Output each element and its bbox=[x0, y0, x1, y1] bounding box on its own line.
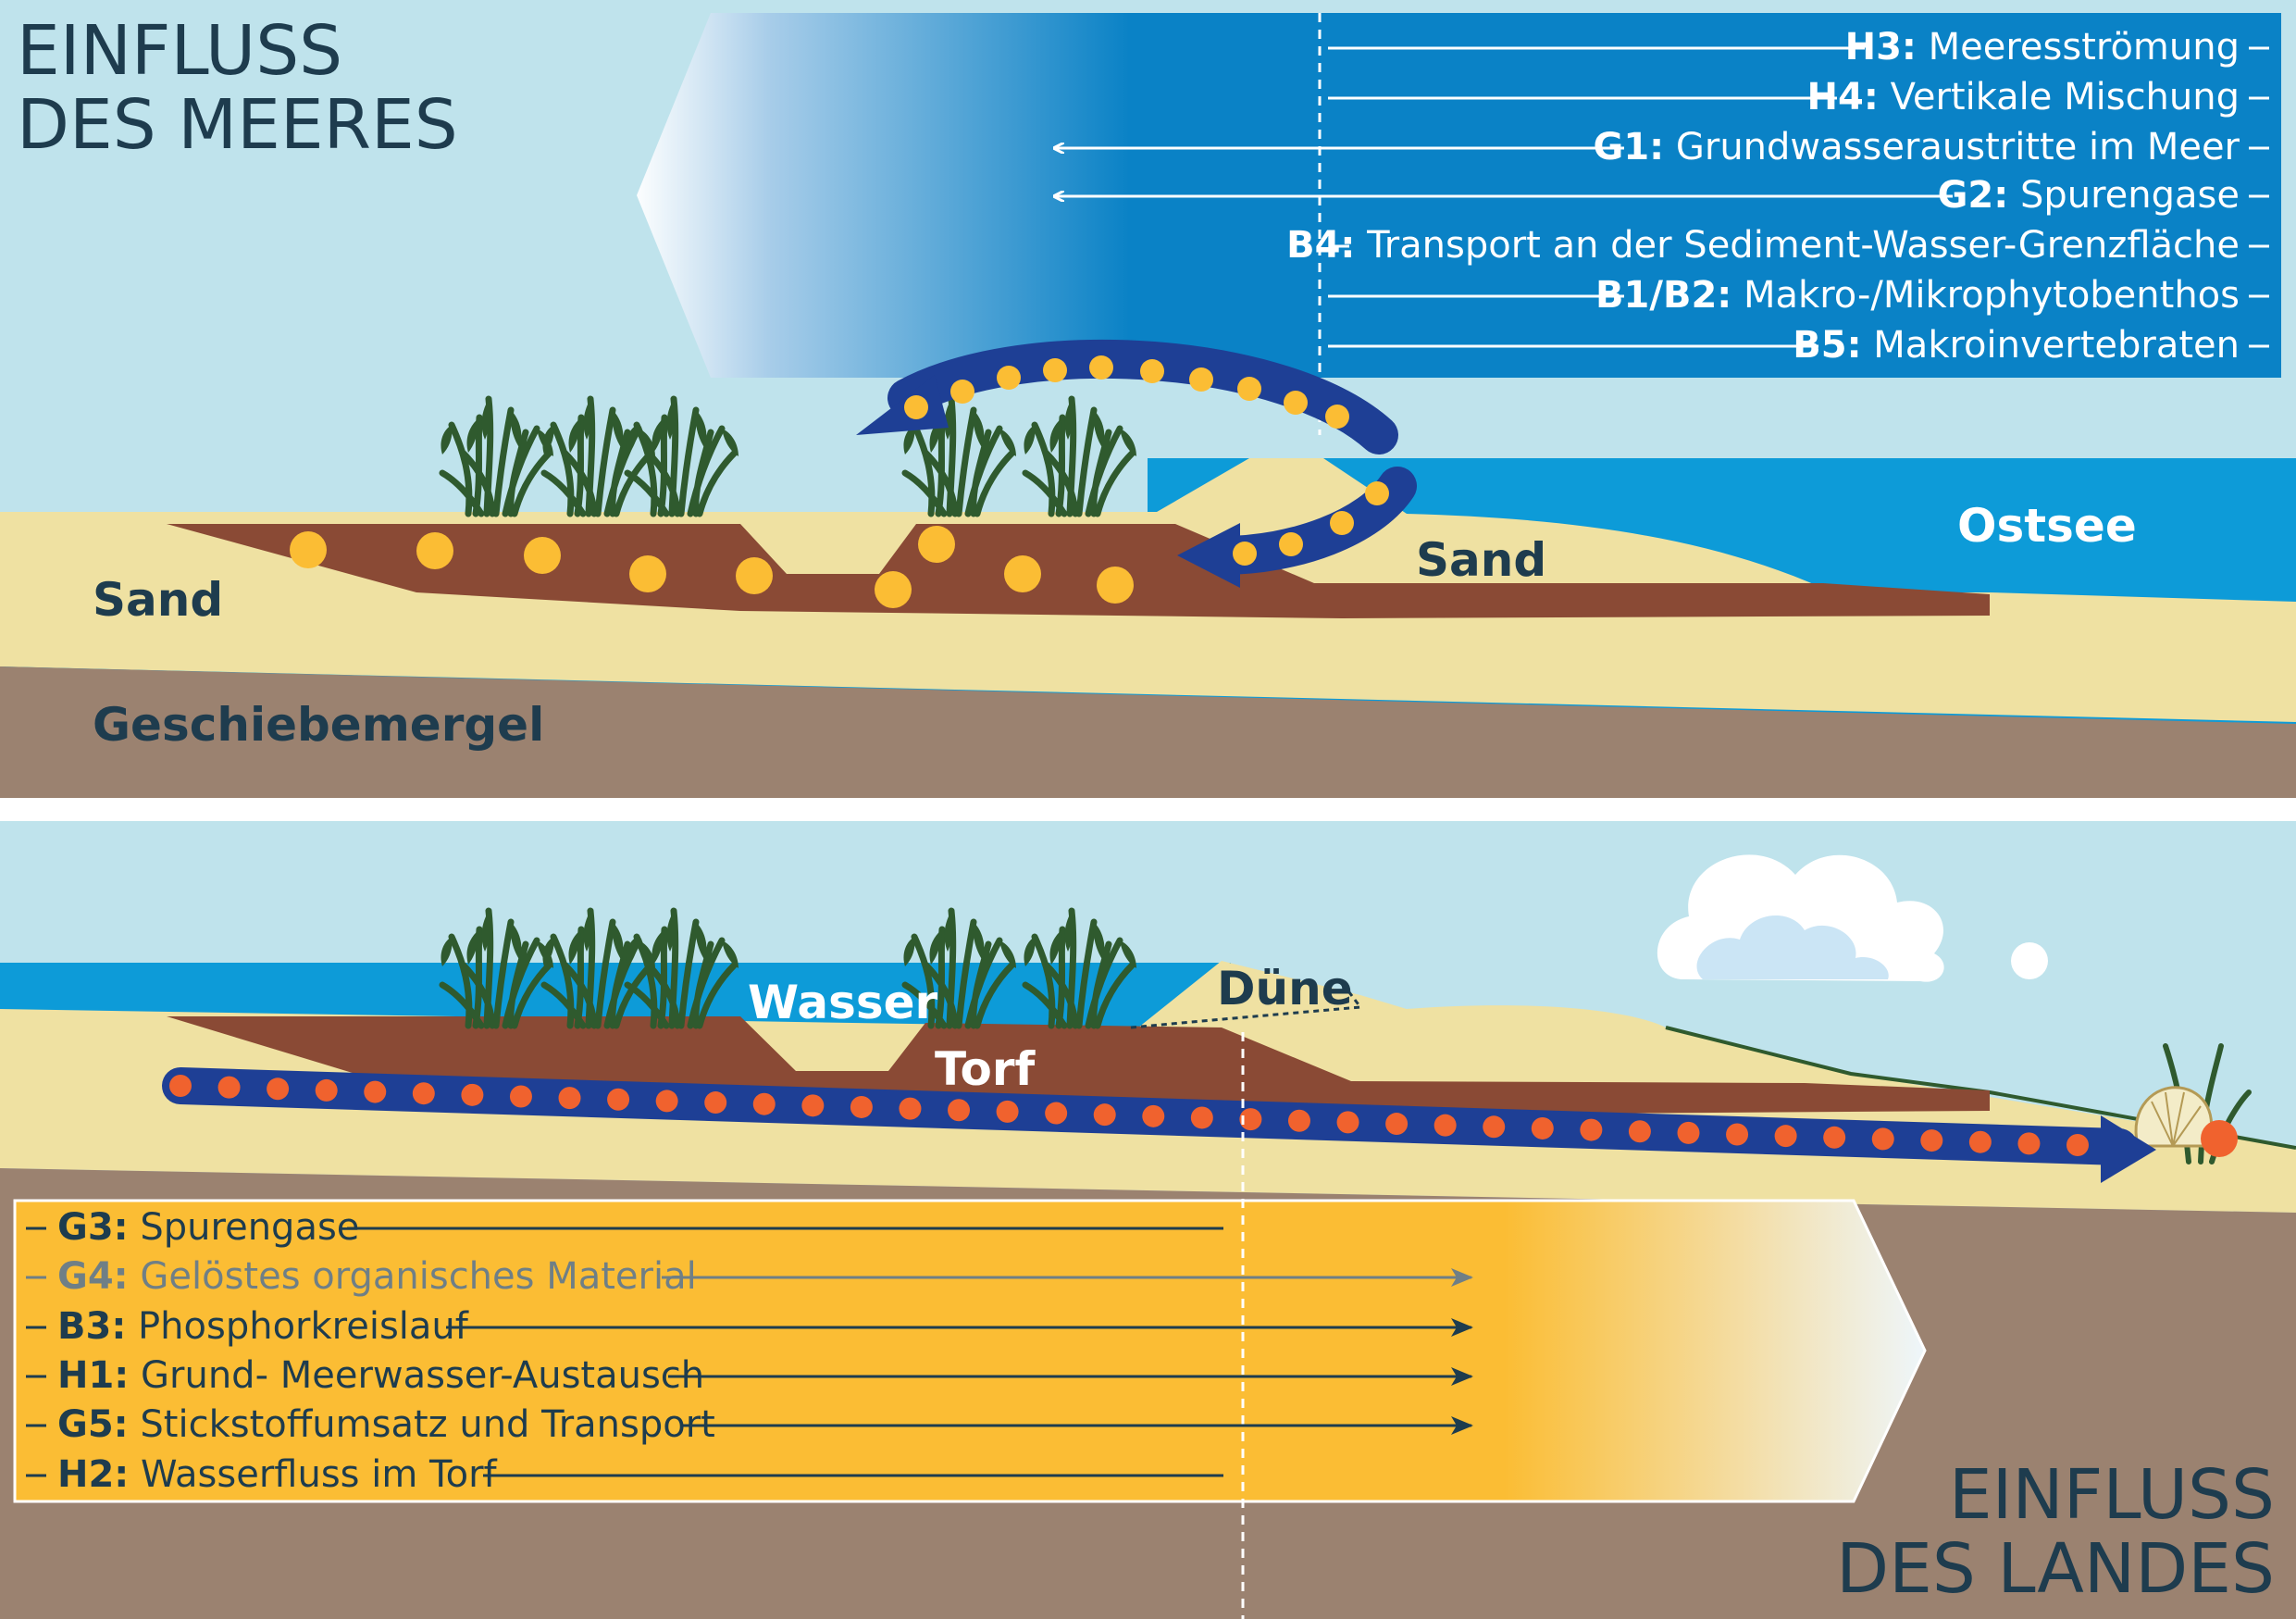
groundwater-dot bbox=[1532, 1117, 1554, 1140]
process-b3: B3: Phosphorkreislauf bbox=[57, 1305, 469, 1348]
groundwater-dot bbox=[316, 1079, 338, 1102]
process-h2: H2: Wasserfluss im Torf bbox=[57, 1453, 498, 1496]
groundwater-dot bbox=[1142, 1105, 1164, 1127]
peat-dot bbox=[416, 532, 453, 569]
groundwater-dot bbox=[1288, 1110, 1310, 1132]
label-duene: Düne bbox=[1217, 962, 1353, 1015]
groundwater-dot bbox=[1580, 1119, 1602, 1141]
land-influence-title-line1: EINFLUSS bbox=[1949, 1455, 2275, 1535]
bottom-panel: G3: Spurengase G4: Gelöstes organisches … bbox=[0, 821, 2296, 1619]
peat-dot bbox=[875, 571, 912, 608]
groundwater-dot bbox=[2017, 1132, 2040, 1154]
groundwater-dot bbox=[1434, 1115, 1457, 1137]
groundwater-dot bbox=[1726, 1124, 1748, 1146]
process-g5: G5: Stickstoffumsatz und Transport bbox=[57, 1403, 715, 1446]
sea-influence-title-line1: EINFLUSS bbox=[17, 11, 342, 91]
groundwater-dot bbox=[704, 1091, 726, 1114]
groundwater-dot bbox=[1337, 1111, 1359, 1133]
label-ostsee: Ostsee bbox=[1957, 499, 2137, 553]
peat-dot bbox=[1004, 555, 1041, 592]
groundwater-dot bbox=[2066, 1134, 2089, 1156]
groundwater-dot bbox=[1385, 1113, 1408, 1135]
groundwater-dot bbox=[1483, 1115, 1505, 1138]
groundwater-dot bbox=[1775, 1125, 1797, 1147]
groundwater-dot bbox=[1920, 1129, 1942, 1152]
groundwater-dot bbox=[1823, 1127, 1845, 1149]
groundwater-dot bbox=[1969, 1131, 1992, 1153]
groundwater-dot bbox=[267, 1077, 289, 1100]
process-g4: G4: Gelöstes organisches Material bbox=[57, 1255, 697, 1298]
orange-stone bbox=[2201, 1120, 2238, 1157]
peat-dot bbox=[918, 526, 955, 563]
groundwater-dot bbox=[169, 1075, 192, 1097]
land-influence-title-line2: DES LANDES bbox=[1836, 1529, 2275, 1609]
peat-dot bbox=[736, 557, 773, 594]
groundwater-dot bbox=[510, 1085, 532, 1107]
groundwater-dot bbox=[1094, 1103, 1116, 1126]
process-g1: G1: Grundwasseraustritte im Meer bbox=[1594, 126, 2240, 168]
groundwater-dot bbox=[850, 1096, 873, 1118]
groundwater-dot bbox=[364, 1081, 386, 1103]
process-g3: G3: Spurengase bbox=[57, 1206, 359, 1249]
groundwater-dot bbox=[1629, 1120, 1651, 1142]
label-wasser: Wasser bbox=[748, 976, 938, 1029]
label-sand-left: Sand bbox=[93, 573, 223, 627]
groundwater-dot bbox=[899, 1098, 921, 1120]
groundwater-dot bbox=[1191, 1106, 1213, 1128]
label-geschiebemergel: Geschiebemergel bbox=[93, 698, 544, 752]
groundwater-dot bbox=[1677, 1122, 1699, 1144]
groundwater-dot bbox=[218, 1077, 241, 1099]
top-panel: EINFLUSS DES MEERES H3: Meeresströmung H… bbox=[0, 0, 2296, 798]
panel-separator bbox=[0, 798, 2296, 821]
groundwater-dot bbox=[1872, 1127, 1894, 1150]
groundwater-dot bbox=[753, 1093, 776, 1115]
groundwater-dot bbox=[607, 1089, 629, 1111]
process-b1-b2: B1/B2: Makro-/Mikrophytobenthos bbox=[1595, 274, 2240, 317]
peat-dot bbox=[524, 537, 561, 574]
peat-dot bbox=[629, 555, 666, 592]
process-b4: B4: Transport an der Sediment-Wasser-Gre… bbox=[1286, 224, 2240, 267]
groundwater-dot bbox=[801, 1094, 824, 1116]
groundwater-dot bbox=[413, 1082, 435, 1104]
process-h4: H4: Vertikale Mischung bbox=[1807, 76, 2240, 118]
groundwater-dot bbox=[559, 1087, 581, 1109]
process-g2: G2: Spurengase bbox=[1938, 174, 2240, 217]
peat-dot bbox=[1097, 567, 1134, 604]
groundwater-dot bbox=[656, 1090, 678, 1112]
groundwater-dot bbox=[948, 1099, 970, 1121]
label-sand-right: Sand bbox=[1416, 533, 1546, 587]
groundwater-dot bbox=[1045, 1102, 1067, 1125]
process-h3: H3: Meeresströmung bbox=[1845, 26, 2240, 68]
label-torf: Torf bbox=[935, 1042, 1036, 1096]
groundwater-dot bbox=[461, 1084, 483, 1106]
groundwater-dot bbox=[997, 1101, 1019, 1123]
process-b5: B5: Makroinvertebraten bbox=[1793, 324, 2240, 367]
sea-influence-title-line2: DES MEERES bbox=[17, 85, 458, 165]
peat-dot bbox=[290, 531, 327, 568]
process-h1: H1: Grund- Meerwasser-Austausch bbox=[57, 1354, 704, 1397]
